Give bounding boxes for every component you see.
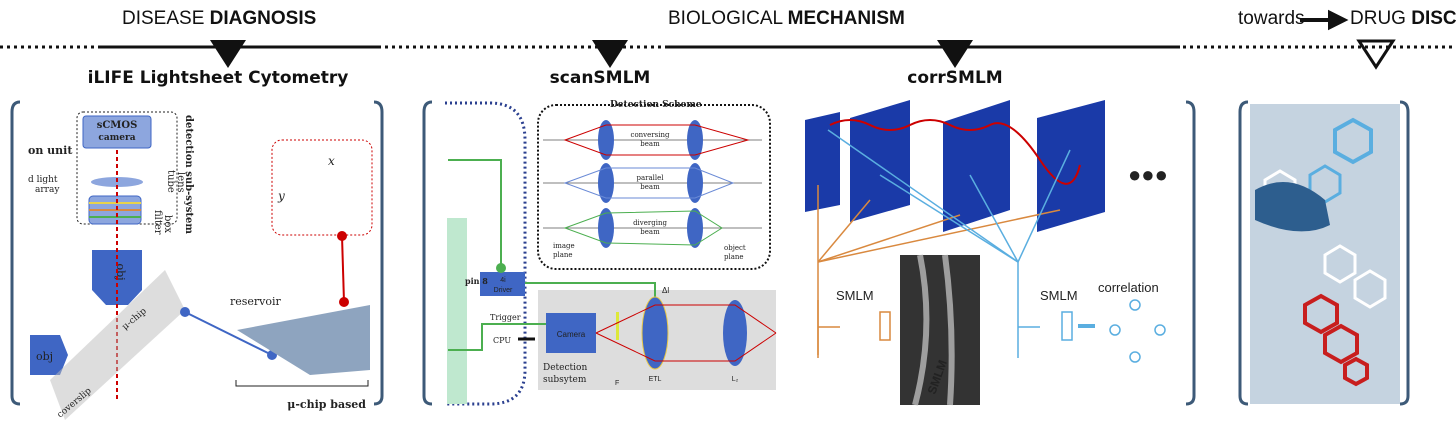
svg-text:SMLM: SMLM (1040, 288, 1078, 303)
svg-text:x: x (328, 154, 335, 168)
svg-text:box: box (162, 215, 173, 233)
svg-text:camera: camera (98, 133, 135, 143)
svg-text:on unit: on unit (28, 144, 73, 157)
svg-text:d light: d light (28, 175, 58, 185)
marker-triangle-outline-icon (1356, 39, 1396, 70)
svg-text:plane: plane (553, 251, 573, 259)
marker-triangle-icon (210, 40, 246, 68)
svg-text:sCMOS: sCMOS (97, 120, 138, 131)
svg-text:array: array (35, 185, 60, 195)
svg-text:Detection: Detection (543, 363, 587, 373)
panel-title-ilife: iLIFE Lightsheet Cytometry (88, 68, 349, 88)
svg-text:Δl: Δl (662, 286, 669, 295)
marker-triangle-icon (937, 40, 973, 68)
svg-text:plane: plane (724, 253, 744, 261)
svg-text:beam: beam (640, 140, 660, 148)
svg-text:Detection Scheme: Detection Scheme (610, 100, 702, 110)
towards-label: towards (1238, 8, 1305, 29)
scansmlm-schematic: Detection Scheme conversing beam paralle… (445, 100, 777, 406)
svg-text:obj: obj (114, 263, 127, 280)
svg-text:L₂: L₂ (732, 376, 739, 383)
svg-text:SMLM: SMLM (836, 288, 874, 303)
svg-text:object: object (724, 244, 746, 252)
svg-text:conversing: conversing (631, 131, 670, 139)
svg-text:y: y (277, 189, 285, 203)
svg-text:F: F (615, 380, 619, 387)
svg-text:diverging: diverging (633, 219, 667, 227)
marker-triangle-icon (592, 40, 628, 68)
drug-discovery-illustration (1250, 104, 1400, 404)
svg-text:μ-chip based: μ-chip based (287, 398, 366, 411)
svg-text:reservoir: reservoir (230, 295, 282, 308)
svg-text:obj: obj (36, 350, 53, 363)
svg-text:Trigger: Trigger (490, 313, 521, 322)
svg-text:filter: filter (152, 210, 163, 235)
svg-text:CPU: CPU (493, 336, 511, 345)
svg-text:beam: beam (640, 183, 660, 191)
svg-text:correlation: correlation (1098, 280, 1159, 295)
svg-text:beam: beam (640, 228, 660, 236)
svg-text:Driver: Driver (494, 287, 513, 294)
svg-text:lens: lens (175, 172, 186, 193)
stage-disease-diagnosis: DISEASE DIAGNOSIS (122, 8, 316, 29)
stage-biological-mechanism: BIOLOGICAL MECHANISM (668, 8, 905, 29)
svg-text:tube: tube (165, 170, 176, 193)
stage-drug-discovery: DRUG DISCOVERY (1350, 8, 1456, 29)
svg-text:detection sub-system: detection sub-system (183, 115, 194, 234)
corrsmlm-schematic: SMLM SMLM SMLM correlation ●●● (805, 100, 1168, 406)
svg-text:pin 8: pin 8 (465, 276, 488, 286)
svg-text:image: image (553, 242, 575, 250)
panel-brackets (10, 100, 1410, 406)
arrow-right-icon (1300, 9, 1349, 31)
ellipsis-icon: ●●● (1128, 162, 1168, 187)
svg-text:ETL: ETL (649, 376, 662, 383)
ilife-schematic: sCMOS camera obj on unit d light array f… (28, 111, 373, 420)
svg-text:4i: 4i (500, 277, 506, 284)
svg-text:parallel: parallel (636, 174, 664, 182)
panel-title-corrsmlm: corrSMLM (907, 68, 1002, 88)
svg-text:Camera: Camera (557, 330, 586, 339)
panel-title-scansmlm: scanSMLM (550, 68, 651, 88)
svg-text:subsytem: subsytem (543, 375, 587, 385)
